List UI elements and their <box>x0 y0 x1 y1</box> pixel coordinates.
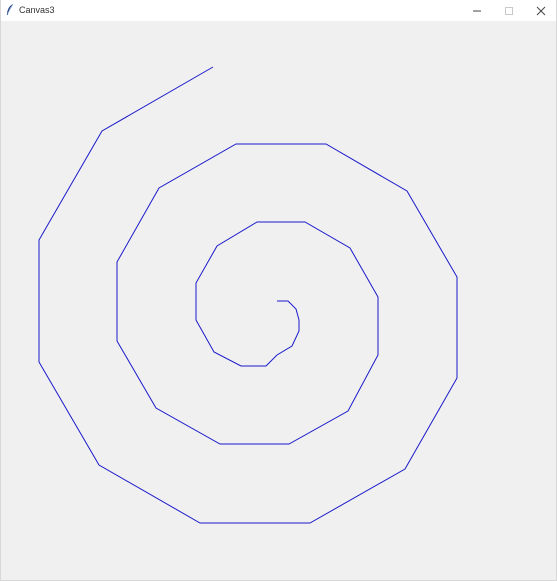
spiral-drawing <box>38 66 458 524</box>
minimize-icon <box>473 10 481 11</box>
close-button[interactable] <box>526 0 556 21</box>
window-title: Canvas3 <box>19 5 55 15</box>
minimize-button[interactable] <box>462 0 492 21</box>
maximize-button[interactable] <box>494 0 524 21</box>
maximize-icon <box>505 6 513 15</box>
close-icon <box>536 6 546 15</box>
title-bar[interactable]: Canvas3 <box>1 0 556 21</box>
drawing-canvas[interactable] <box>1 21 556 580</box>
spiral-path <box>38 66 458 524</box>
feather-icon <box>6 3 14 16</box>
